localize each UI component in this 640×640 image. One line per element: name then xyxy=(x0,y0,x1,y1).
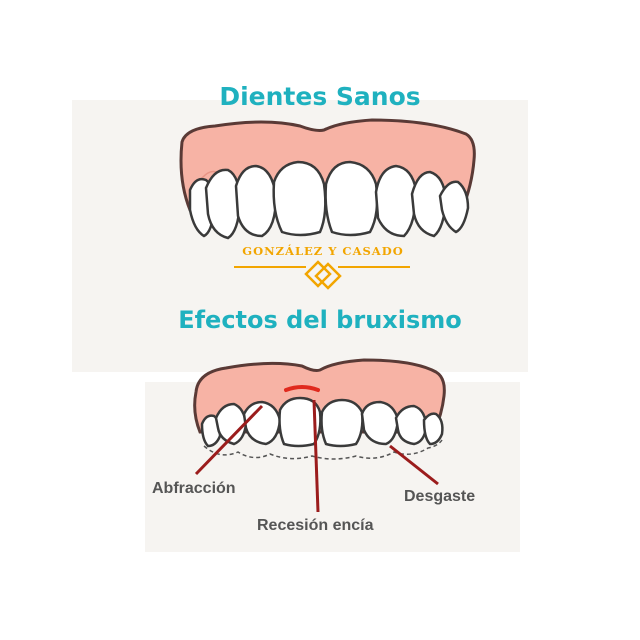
bruxism-effects-title: Efectos del bruxismo xyxy=(178,306,462,334)
tooth xyxy=(360,400,400,446)
wear-outline xyxy=(203,439,443,460)
tooth xyxy=(234,164,278,238)
recesion-pointer xyxy=(312,399,320,513)
tooth xyxy=(394,404,428,446)
desgaste-pointer xyxy=(389,444,439,486)
label-recesion: Recesión encía xyxy=(257,517,374,534)
tooth xyxy=(374,164,418,238)
tooth xyxy=(422,412,444,446)
brand-emblem-icon xyxy=(304,260,342,290)
tooth xyxy=(324,160,379,237)
recession-mark xyxy=(284,385,320,392)
healthy-teeth-group xyxy=(179,118,476,240)
tooth xyxy=(242,400,282,446)
tooth xyxy=(278,396,322,448)
label-desgaste: Desgaste xyxy=(404,488,476,505)
brand-line-right xyxy=(338,266,410,268)
label-abfraccion: Abfracción xyxy=(152,480,236,497)
tooth xyxy=(320,398,364,448)
bruxism-teeth-group xyxy=(193,358,446,513)
abfraccion-pointer xyxy=(194,404,264,476)
tooth xyxy=(272,160,327,237)
brand-name: GONZÁLEZ Y CASADO xyxy=(242,244,404,258)
tooth xyxy=(438,180,470,234)
healthy-teeth-title: Dientes Sanos xyxy=(219,82,421,111)
brand-line-left xyxy=(234,266,306,268)
